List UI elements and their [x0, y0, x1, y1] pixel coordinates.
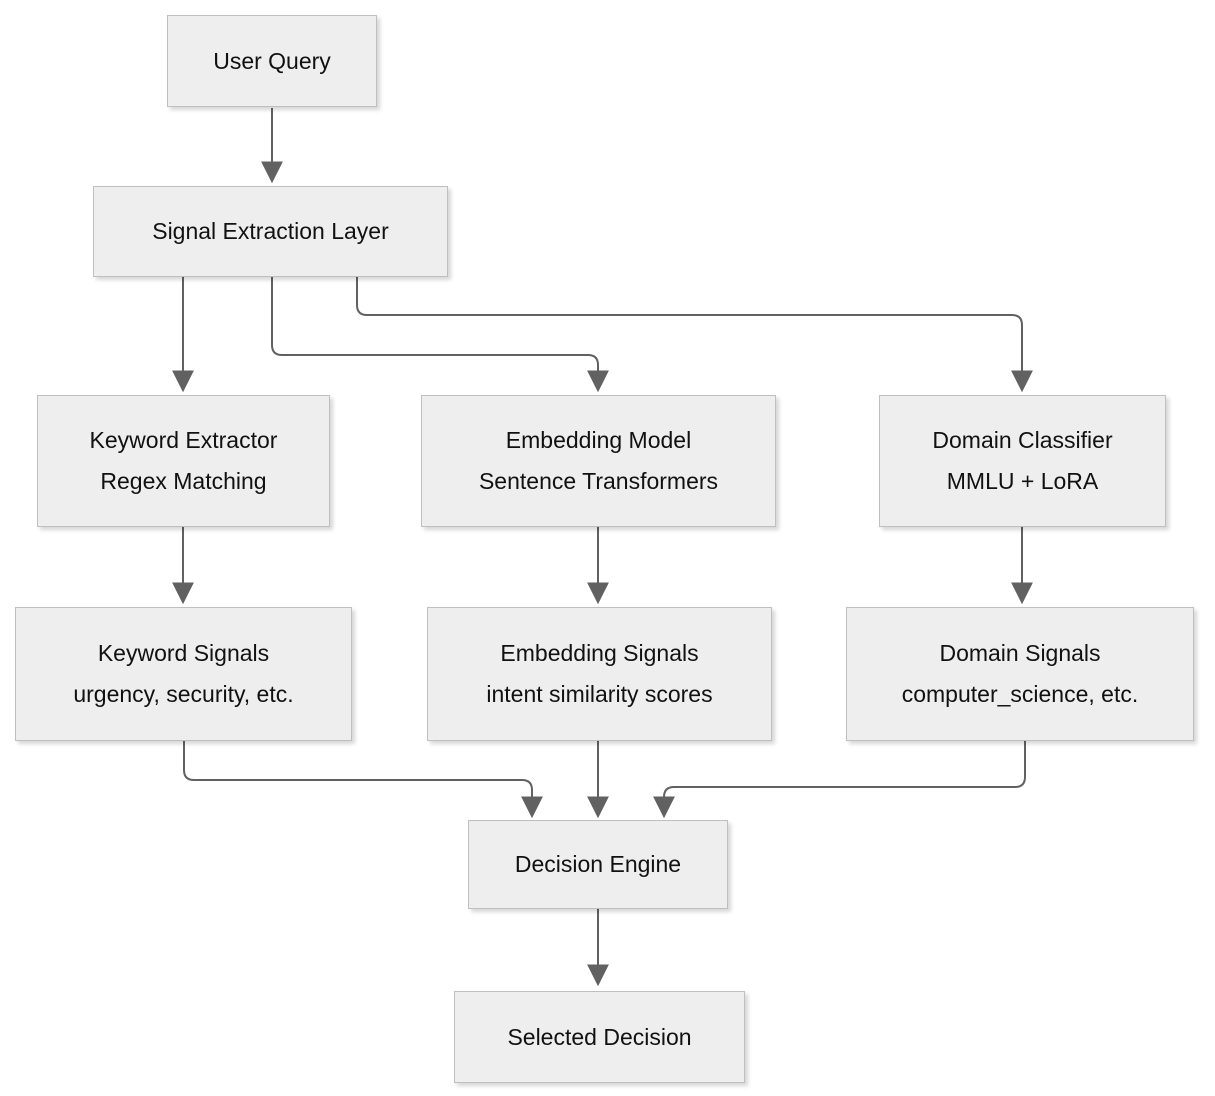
- node-user-query: User Query: [167, 15, 377, 107]
- node-embedding-model-subtitle: Sentence Transformers: [478, 468, 719, 494]
- node-selected-decision: Selected Decision: [454, 991, 745, 1083]
- node-embedding-model-title: Embedding Model: [505, 427, 692, 453]
- node-decision-engine-label: Decision Engine: [514, 851, 682, 877]
- edge-signal-extraction-to-domain-classifier: [356, 277, 1033, 393]
- node-signal-extraction-layer: Signal Extraction Layer: [93, 186, 448, 277]
- node-embedding-signals: Embedding Signals intent similarity scor…: [427, 607, 772, 741]
- node-decision-engine: Decision Engine: [468, 820, 728, 909]
- edge-keyword-signals-to-decision-engine: [183, 741, 543, 819]
- node-domain-signals-title: Domain Signals: [939, 640, 1101, 666]
- node-domain-classifier-subtitle: MMLU + LoRA: [946, 468, 1099, 494]
- edge-signal-extraction-to-embedding-model: [271, 277, 609, 393]
- node-signal-extraction-label: Signal Extraction Layer: [152, 218, 389, 244]
- node-embedding-signals-title: Embedding Signals: [500, 640, 699, 666]
- node-selected-decision-label: Selected Decision: [507, 1023, 692, 1050]
- node-domain-classifier: Domain Classifier MMLU + LoRA: [879, 395, 1166, 527]
- node-domain-signals-subtitle: computer_science, etc.: [901, 681, 1139, 707]
- node-keyword-extractor: Keyword Extractor Regex Matching: [37, 395, 330, 527]
- node-keyword-signals: Keyword Signals urgency, security, etc.: [15, 607, 352, 741]
- node-keyword-signals-subtitle: urgency, security, etc.: [73, 681, 294, 707]
- edge-domain-signals-to-decision-engine: [653, 741, 1026, 819]
- node-keyword-extractor-subtitle: Regex Matching: [100, 468, 267, 494]
- node-embedding-signals-subtitle: intent similarity scores: [486, 681, 713, 707]
- node-domain-signals: Domain Signals computer_science, etc.: [846, 607, 1194, 741]
- node-keyword-extractor-title: Keyword Extractor: [89, 427, 278, 453]
- node-domain-classifier-title: Domain Classifier: [932, 427, 1113, 453]
- node-embedding-model: Embedding Model Sentence Transformers: [421, 395, 776, 527]
- node-user-query-label: User Query: [213, 47, 331, 74]
- node-keyword-signals-title: Keyword Signals: [97, 640, 270, 666]
